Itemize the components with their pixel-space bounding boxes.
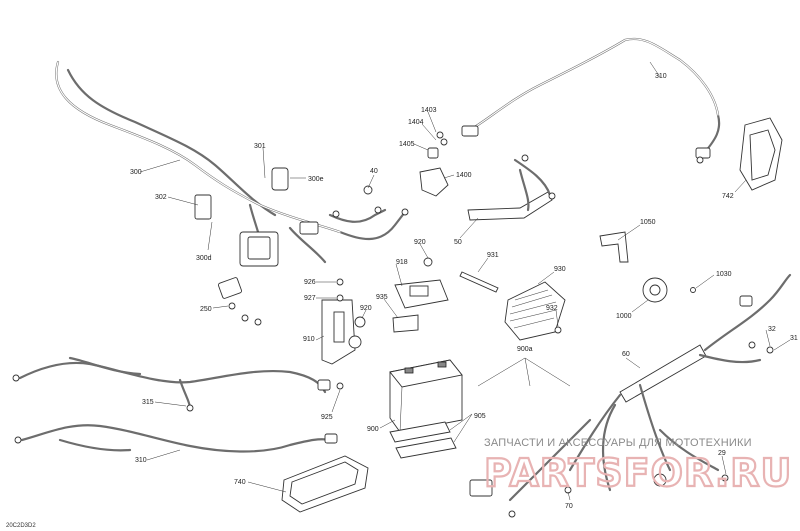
callout-1000: 1000: [616, 313, 632, 320]
callout-31: 31: [790, 335, 798, 342]
callout-301: 301: [254, 143, 266, 150]
callout-70: 70: [565, 503, 573, 510]
callout-300: 300: [130, 169, 142, 176]
callout-931: 931: [487, 252, 499, 259]
callout-1403: 1403: [421, 107, 437, 114]
callout-300e: 300e: [308, 176, 324, 183]
diagram-code: 20C2D3D2: [6, 523, 36, 529]
callout-918: 918: [396, 259, 408, 266]
headlight-742: [739, 117, 783, 191]
callout-1050: 1050: [640, 219, 656, 226]
callout-310-top: 310: [655, 73, 667, 80]
callout-932: 932: [546, 305, 558, 312]
callout-742: 742: [722, 193, 734, 200]
watermark-tagline: ЗАПЧАСТИ И АКСЕССУАРЫ ДЛЯ МОТОТЕХНИКИ: [484, 437, 752, 449]
leader-lines: [139, 61, 791, 501]
sensor-1400: [419, 131, 449, 197]
regulator-930: [459, 271, 566, 341]
callout-32: 32: [768, 326, 776, 333]
callout-900a: 900a: [517, 346, 533, 353]
harness-315: [12, 356, 331, 412]
watermark: ЗАПЧАСТИ И АКСЕССУАРЫ ДЛЯ МОТОТЕХНИКИ PA…: [483, 437, 793, 496]
callout-29: 29: [718, 450, 726, 457]
callout-900: 900: [367, 426, 379, 433]
harness-310-bottom: [14, 424, 338, 453]
callout-300d: 300d: [196, 255, 212, 262]
callout-925: 925: [321, 414, 333, 421]
callout-927: 927: [304, 295, 316, 302]
bracket-50: [467, 154, 556, 221]
callout-50: 50: [454, 239, 462, 246]
callout-930: 930: [554, 266, 566, 273]
horn-1000: [599, 231, 696, 303]
main-harness-300: [55, 60, 409, 326]
callout-60: 60: [622, 351, 630, 358]
callout-302: 302: [155, 194, 167, 201]
callout-740: 740: [234, 479, 246, 486]
battery-900: [389, 359, 463, 459]
fuse-box-918: [392, 257, 449, 333]
callout-310-bottom: 310: [135, 457, 147, 464]
callout-910: 910: [303, 336, 315, 343]
callout-905: 905: [474, 413, 486, 420]
callout-926: 926: [304, 279, 316, 286]
callout-920: 920: [414, 239, 426, 246]
callout-labels: 300 301 300e 302 300d 40 1403 1404 1405 …: [130, 73, 798, 510]
callout-1030: 1030: [716, 271, 732, 278]
pointer-900a: [477, 357, 571, 387]
taillight-740: [281, 455, 369, 513]
callout-935: 935: [376, 294, 388, 301]
watermark-logo: PARTSFOR.RU: [484, 451, 792, 495]
callout-315: 315: [142, 399, 154, 406]
callout-40: 40: [370, 168, 378, 175]
harness-60: [469, 273, 792, 518]
callout-1405: 1405: [399, 141, 415, 148]
callout-250: 250: [200, 306, 212, 313]
callout-920b: 920: [360, 305, 372, 312]
callout-1404: 1404: [408, 119, 424, 126]
callout-1400: 1400: [456, 172, 472, 179]
harness-310-top: [461, 37, 721, 164]
bracket-910: [321, 278, 366, 390]
